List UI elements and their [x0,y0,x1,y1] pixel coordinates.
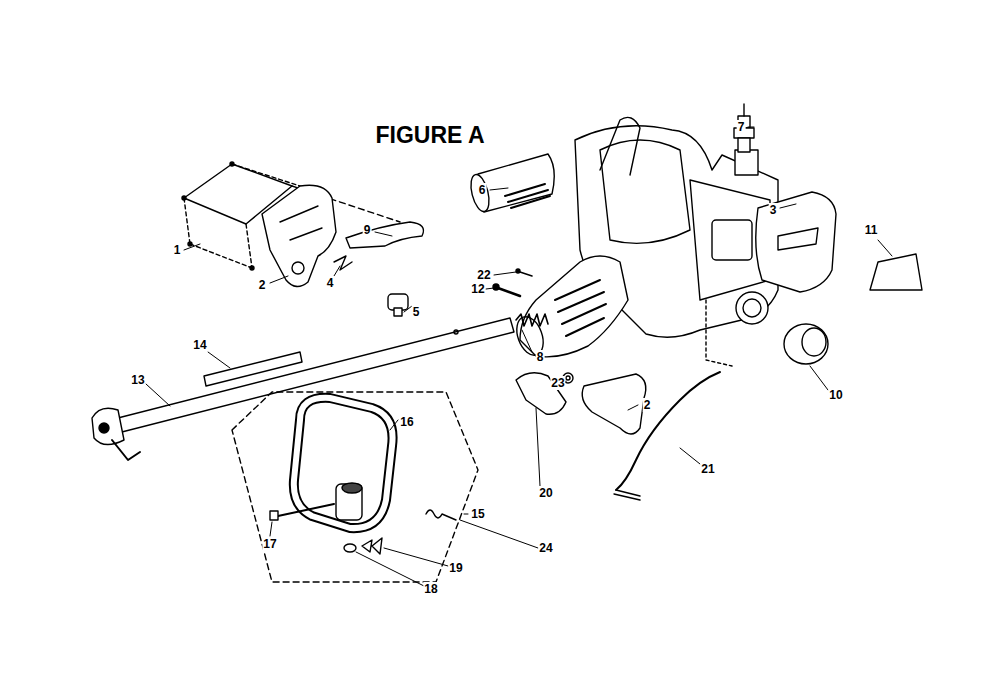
handle-half [262,185,336,286]
figure-title: FIGURE A [375,122,484,149]
callout-number: 3 [769,203,778,217]
callout-number: 9 [363,223,372,237]
ignition-wire [614,300,732,500]
handle-fasteners [270,504,382,554]
callout-number: 24 [538,541,553,555]
callout-number: 15 [470,507,485,521]
callout-number: 5 [412,305,421,319]
handle-kit-outline [232,392,478,582]
callout-number: 2 [643,398,652,412]
callout-number: 18 [423,582,438,596]
callout-number: 23 [550,376,565,390]
trigger [516,373,566,414]
callout-number: 19 [448,561,463,575]
callout-number: 6 [478,183,487,197]
shaft-label [204,352,302,386]
spring-wire [334,256,352,270]
callout-number: 16 [399,415,414,429]
primer-knob [784,324,828,364]
callout-number: 14 [192,338,207,352]
knob [388,294,408,316]
callout-number: 7 [737,120,746,134]
air-cover [756,192,836,292]
callout-number: 2 [258,278,267,292]
callout-number: 1 [173,243,182,257]
callout-number: 22 [476,268,491,282]
leader-lines [146,127,892,586]
decal [870,254,922,290]
callout-number: 4 [326,276,335,290]
callout-number: 20 [538,486,553,500]
callout-number: 11 [864,223,879,237]
spark-plug [734,104,754,152]
callout-number: 12 [470,282,485,296]
lever [346,222,424,248]
callout-number: 10 [828,388,843,402]
handle-half [582,374,646,434]
engine [512,117,778,359]
callout-number: 21 [700,462,715,476]
callout-number: 17 [262,537,277,551]
trigger-spring [426,510,456,520]
air-cover-detail [778,228,818,250]
callout-number: 8 [536,350,545,364]
callout-number: 13 [130,373,145,387]
tube [468,154,555,213]
